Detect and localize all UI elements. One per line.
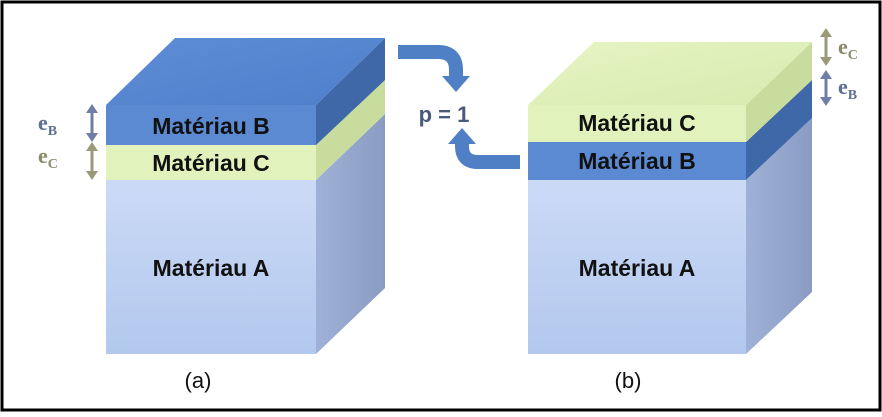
block-b-label-b: Matériau B [578,148,696,174]
thickness-c-left: eC [38,142,98,180]
block-b: Matériau C Matériau B Matériau A eC eB [528,28,858,393]
svg-text:eB: eB [838,74,857,103]
block-a-layer-b-side [316,38,385,145]
block-b-layer-b-front [528,142,746,180]
transition-label: p = 1 [419,102,470,127]
block-b-top [528,42,812,105]
block-b-layer-a-side [746,118,812,354]
block-a-layer-a-side [316,114,385,354]
up-down-arrow-icon [820,28,832,66]
block-a-label-a: Matériau A [153,255,270,281]
caption-b: (b) [615,368,642,393]
curved-arrow-icon [398,45,470,92]
thickness-c-right-sub: C [848,48,858,63]
svg-text:eC: eC [38,143,58,172]
up-down-arrow-icon [820,70,832,106]
block-b-layer-b-side [746,80,812,180]
block-a-label-b: Matériau B [152,113,270,139]
up-down-arrow-icon [86,142,98,180]
thickness-b-right-sub: B [848,88,857,103]
block-a-layer-a-front [106,180,316,354]
svg-text:eC: eC [838,34,858,63]
thickness-b-left: eB [38,104,98,142]
up-down-arrow-icon [86,104,98,142]
thickness-c-right-symbol: e [838,34,848,59]
block-a-top [106,38,385,105]
thickness-c-right: eC [820,28,858,66]
block-b-layer-c-side [746,42,812,142]
block-a-layer-c-side [316,80,385,180]
block-a-label-c: Matériau C [152,150,270,176]
thickness-b-right: eB [820,70,857,106]
thickness-c-left-symbol: e [38,143,48,168]
block-b-label-a: Matériau A [579,255,696,281]
caption-a: (a) [185,368,212,393]
thickness-b-left-symbol: e [38,110,48,135]
curved-arrow-icon [448,128,520,169]
thickness-c-left-sub: C [48,157,58,172]
block-a: Matériau B Matériau C Matériau A eB eC [38,38,385,393]
block-b-layer-a-front [528,180,746,354]
block-a-layer-c-front [106,145,316,180]
thickness-b-left-sub: B [48,124,57,139]
thickness-b-right-symbol: e [838,74,848,99]
svg-text:eB: eB [38,110,57,139]
block-b-layer-c-front [528,105,746,142]
block-a-layer-b-front [106,105,316,145]
block-b-label-c: Matériau C [578,110,696,136]
